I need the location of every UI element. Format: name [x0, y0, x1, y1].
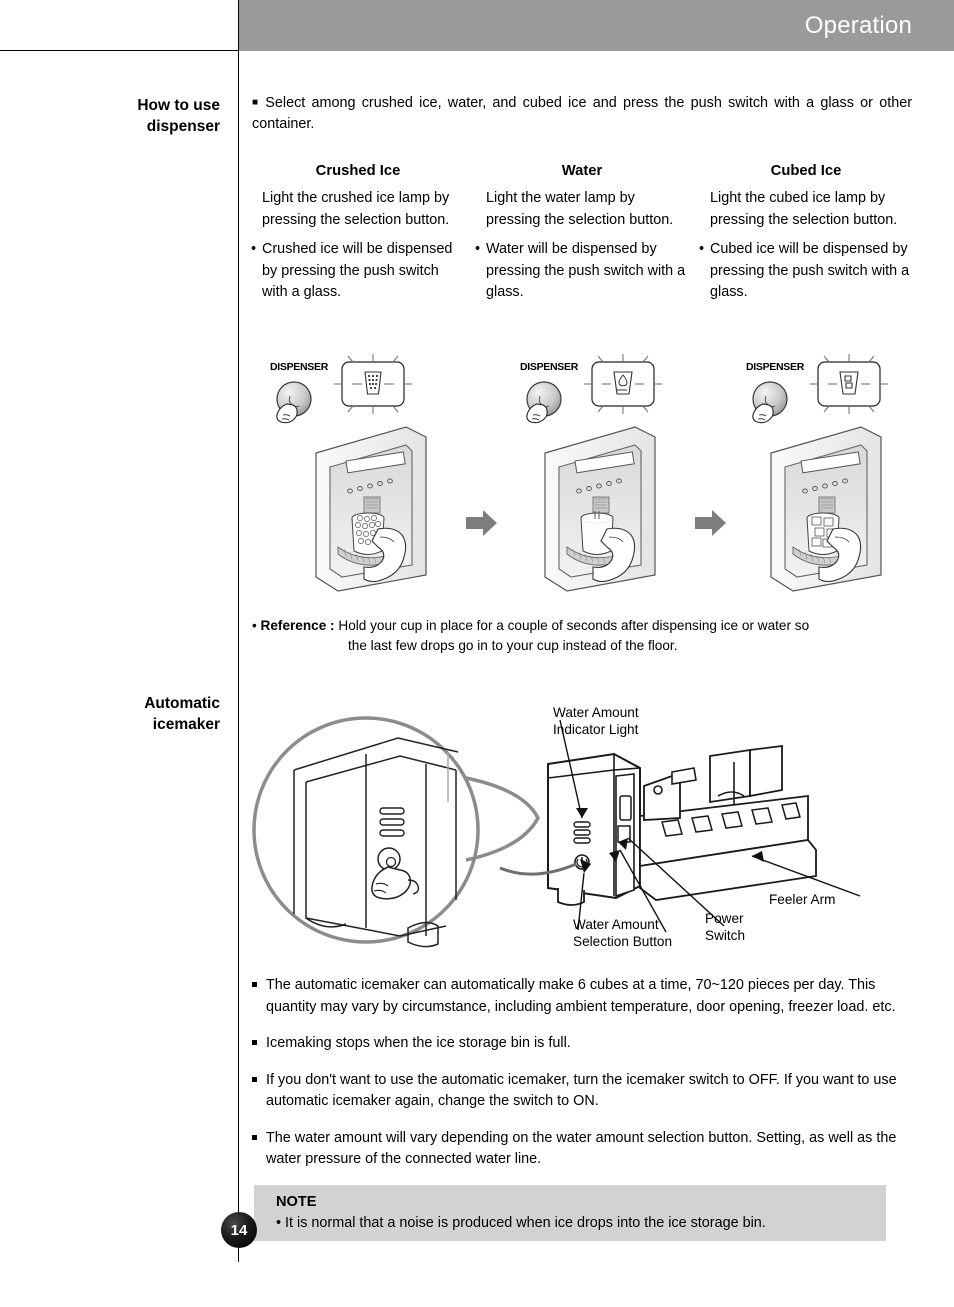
column-cubed-ice-p2: • Cubed ice will be dispensed by pressing…: [699, 239, 912, 304]
page-title: Operation: [804, 11, 912, 39]
dispenser-instruction-columns: Crushed Ice Light the crushed ice lamp b…: [251, 163, 924, 304]
dispenser-label-text: DISPENSER: [270, 361, 329, 373]
square-bullet-icon: [252, 982, 257, 987]
label-feeler-arm: Feeler Arm: [769, 892, 836, 907]
dispenser-panel-cubed-ice: DISPENSER: [736, 352, 896, 424]
column-title-water: Water: [561, 163, 603, 179]
magnifier-callout: [252, 716, 540, 948]
page-header-bar: Operation: [239, 0, 954, 51]
section-heading-icemaker-line1: Automatic: [144, 695, 220, 712]
section-heading-dispenser-line2: dispenser: [146, 118, 220, 135]
reference-label: Reference :: [260, 618, 335, 633]
fridge-dispenser-crushed-ice-illustration: [308, 425, 433, 600]
dispenser-lead-bullet: ■Select among crushed ice, water, and cu…: [252, 92, 912, 135]
bullet-text: The water amount will vary depending on …: [266, 1129, 897, 1168]
column-cubed-ice-p1: Light the cubed ice lamp by pressing the…: [710, 190, 898, 228]
note-title: NOTE: [276, 1194, 317, 1210]
note-text: • It is normal that a noise is produced …: [276, 1215, 766, 1231]
dot-bullet-icon: •: [475, 241, 481, 257]
bullet-text: Icemaking stops when the ice storage bin…: [266, 1035, 571, 1051]
column-cubed-ice-p2-text: Cubed ice will be dispensed by pressing …: [710, 241, 910, 300]
bullet-text: If you don't want to use the automatic i…: [266, 1071, 897, 1110]
arrow-right-icon-2: [695, 510, 727, 541]
bullet-text: The automatic icemaker can automatically…: [266, 977, 896, 1015]
dispenser-panel-water: DISPENSER: [510, 352, 670, 424]
fridge-illustration-row: [252, 425, 924, 595]
column-crushed-ice-p2-text: Crushed ice will be dispensed by pressin…: [262, 241, 453, 300]
horizontal-top-rule: [0, 50, 239, 51]
leader-lines: [559, 719, 861, 933]
page-number-badge: 14: [221, 1212, 257, 1248]
column-water-p2: • Water will be dispensed by pressing the…: [475, 239, 688, 304]
square-bullet-icon: [252, 1040, 257, 1045]
bullet-item: If you don't want to use the automatic i…: [252, 1070, 922, 1113]
section-heading-dispenser-line1: How to use: [137, 97, 220, 114]
section-heading-icemaker-line2: icemaker: [152, 716, 220, 733]
bullet-item: Icemaking stops when the ice storage bin…: [252, 1033, 922, 1055]
dispenser-label-text: DISPENSER: [520, 361, 579, 373]
vertical-divider-rule: [238, 0, 239, 1262]
bullet-item: The water amount will vary depending on …: [252, 1128, 922, 1171]
note-box: NOTE • It is normal that a noise is prod…: [254, 1185, 886, 1241]
section-heading-dispenser: How to use dispenser: [20, 95, 220, 137]
label-water-amount-indicator-light: Water Amount Indicator Light: [553, 705, 639, 737]
column-crushed-ice-p2: • Crushed ice will be dispensed by pressi…: [251, 239, 464, 304]
dispenser-label-text: DISPENSER: [746, 361, 805, 373]
fridge-dispenser-cubed-ice-illustration: [763, 425, 888, 600]
dispenser-panel-icon-row: DISPENSER: [252, 352, 924, 424]
dot-bullet-icon: •: [699, 241, 705, 257]
column-water-p1: Light the water lamp by pressing the sel…: [486, 190, 674, 228]
icemaker-diagram: [248, 700, 938, 970]
square-bullet-icon: [252, 1076, 257, 1082]
arrow-right-icon-1: [466, 510, 498, 541]
square-bullet-icon: ■: [252, 97, 261, 108]
reference-note: • Reference : Hold your cup in place for…: [252, 616, 917, 656]
dot-bullet-icon: •: [251, 241, 257, 257]
bullet-item: The automatic icemaker can automatically…: [252, 975, 922, 1018]
column-title-cubed-ice: Cubed Ice: [770, 163, 842, 179]
dispenser-panel-crushed-ice: DISPENSER: [260, 352, 420, 424]
column-cubed-ice: Cubed Ice Light the cubed ice lamp by pr…: [699, 163, 924, 304]
column-water-p2-text: Water will be dispensed by pressing the …: [486, 241, 686, 300]
section-heading-icemaker: Automatic icemaker: [20, 693, 220, 735]
label-water-amount-selection-button: Water Amount Selection Button: [573, 917, 672, 949]
reference-line2: the last few drops go in to your cup ins…: [348, 638, 678, 653]
dispenser-lead-text: Select among crushed ice, water, and cub…: [252, 95, 912, 132]
column-title-crushed-ice: Crushed Ice: [315, 163, 401, 179]
fridge-dispenser-water-illustration: [537, 425, 662, 600]
icemaker-bullet-list: The automatic icemaker can automatically…: [252, 975, 922, 1186]
label-power-switch: Power Switch: [705, 911, 746, 943]
reference-line1: Hold your cup in place for a couple of s…: [338, 618, 810, 633]
column-crushed-ice-p1: Light the crushed ice lamp by pressing t…: [262, 190, 450, 228]
icemaker-unit: [499, 744, 817, 906]
dot-bullet-icon: •: [252, 618, 261, 633]
square-bullet-icon: [252, 1134, 257, 1140]
column-water: Water Light the water lamp by pressing t…: [475, 163, 700, 304]
leader-arrowheads: [576, 808, 764, 873]
column-crushed-ice: Crushed Ice Light the crushed ice lamp b…: [251, 163, 476, 304]
